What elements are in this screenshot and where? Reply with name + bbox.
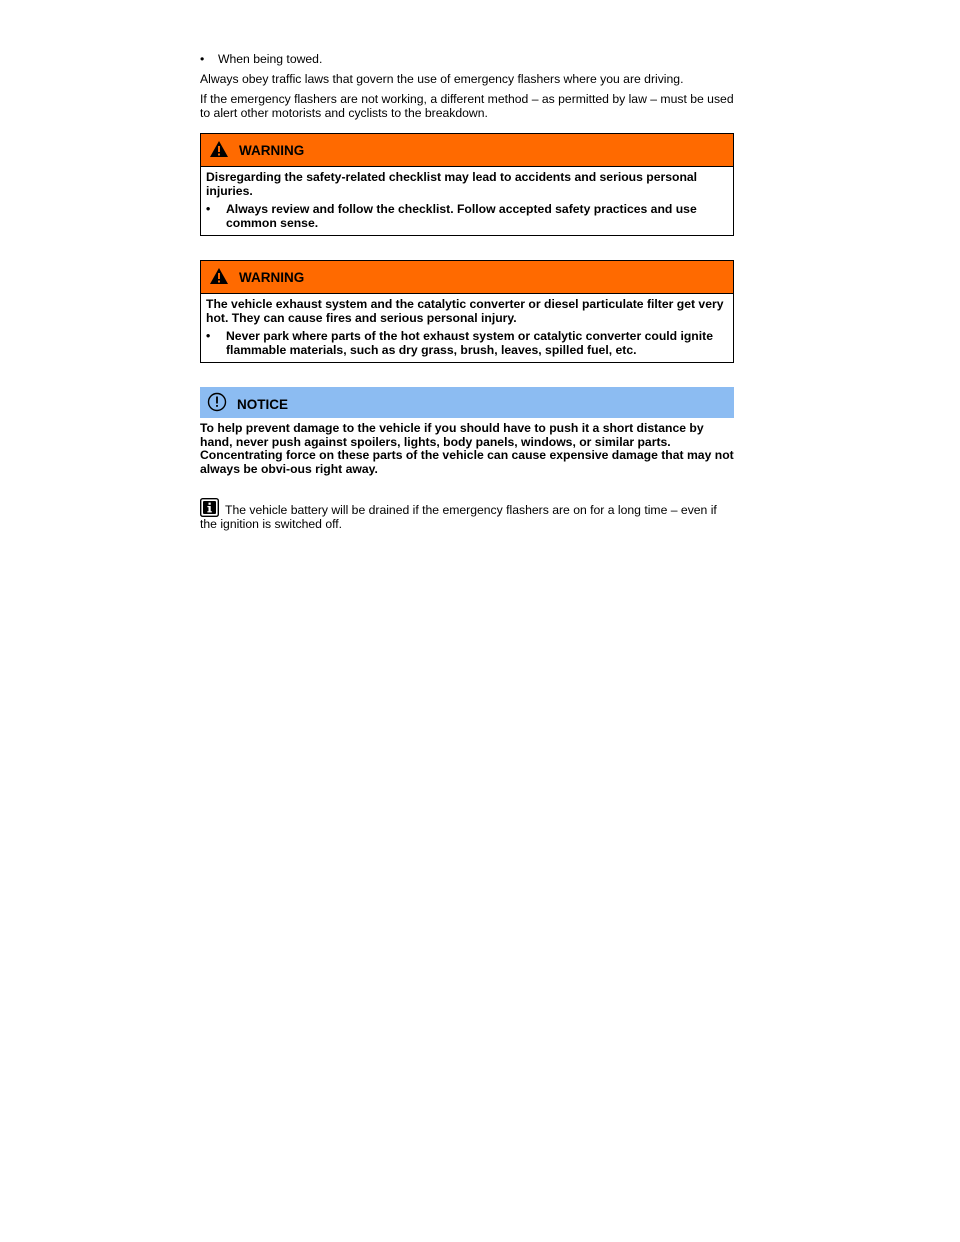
info-i-icon [200,498,219,517]
warning-box-checklist: WARNING Disregarding the safety-related … [200,133,734,236]
info-text: The vehicle battery will be drained if t… [200,503,717,531]
bullet-dot: • [206,329,211,343]
info-note: The vehicle battery will be drained if t… [200,498,734,531]
warning-title: WARNING [239,143,305,158]
warning-bullet: • Never park where parts of the hot exhau… [206,329,729,357]
bullet-dot: • [206,202,211,216]
bullet-dot: • [200,52,205,66]
paragraph-flashers-not-working: If the emergency flashers are not workin… [200,92,734,120]
warning-title: WARNING [239,270,305,285]
notice-exclamation-icon [207,392,227,412]
warning-bullet-text: Never park where parts of the hot exhaus… [226,329,713,357]
warning-header: WARNING [201,134,733,167]
warning-bullet-text: Always review and follow the checklist. … [226,202,697,230]
warning-triangle-icon [210,141,228,157]
paragraph-obey-laws: Always obey traffic laws that govern the… [200,72,684,86]
warning-body: The vehicle exhaust system and the catal… [201,294,733,362]
warning-bullet: • Always review and follow the checklist.… [206,202,729,230]
warning-body: Disregarding the safety-related checklis… [201,167,733,235]
warning-text: Disregarding the safety-related checklis… [206,170,698,198]
warning-triangle-icon [210,268,228,284]
warning-header: WARNING [201,261,733,294]
notice-title: NOTICE [237,397,289,412]
warning-box-exhaust: WARNING The vehicle exhaust system and t… [200,260,734,363]
list-item: • When being towed. [200,52,734,66]
list-item-text: When being towed. [218,52,323,66]
notice-text: To help prevent damage to the vehicle if… [200,421,734,476]
page-content: • When being towed. Always obey traffic … [200,52,734,531]
warning-text: The vehicle exhaust system and the catal… [206,297,724,325]
notice-header: NOTICE [200,387,734,418]
